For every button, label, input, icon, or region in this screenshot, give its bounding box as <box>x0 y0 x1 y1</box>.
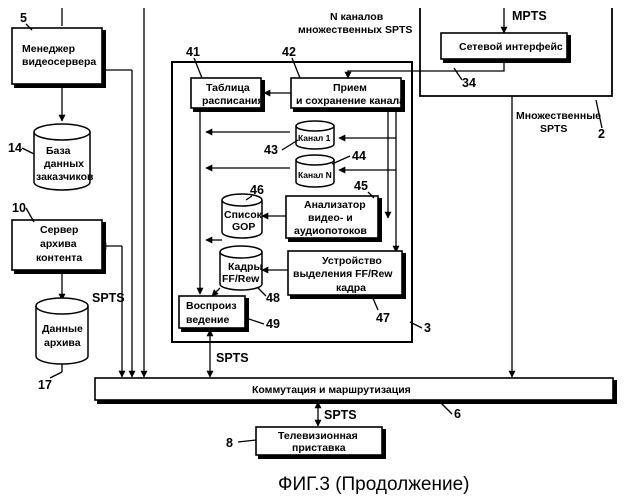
block-schedule-table: Таблица расписания <box>191 78 265 112</box>
spts-left-label: SPTS <box>92 291 125 305</box>
gop-line-2: GOP <box>232 221 255 233</box>
channel-n-label: Канал N <box>298 170 332 180</box>
analyzer-line-1: Анализатор <box>304 199 366 211</box>
ref-14: 14 <box>8 141 22 155</box>
customer-db-line-1: База <box>46 145 71 157</box>
figure-caption: ФИГ.3 (Продолжение) <box>278 474 470 495</box>
receive-line-1: Прием <box>333 82 367 94</box>
ref-44: 44 <box>352 149 366 163</box>
block-content-archive-server: Сервер архива контента <box>12 220 106 274</box>
analyzer-line-2: видео- и <box>308 212 353 224</box>
archive-server-line-3: контента <box>36 252 82 264</box>
gop-line-1: Список <box>224 209 263 221</box>
ref-49: 49 <box>266 317 280 331</box>
ref-43: 43 <box>264 143 278 157</box>
store-channel-n: Канал N <box>296 155 334 187</box>
ref-34: 34 <box>462 76 476 90</box>
block-set-top-box: Телевизионная приставка <box>256 427 386 459</box>
block-ffrew-extractor: Устройство выделения FF/Rew кадра <box>288 251 406 299</box>
ref-3: 3 <box>424 321 431 335</box>
ref-46: 46 <box>250 183 264 197</box>
stb-line-2: приставка <box>292 442 346 454</box>
store-gop-list: Список GOP <box>222 194 263 238</box>
schedule-line-2: расписания <box>202 95 264 107</box>
ref-45: 45 <box>354 179 368 193</box>
block-video-server-manager: Менеджер видеосервера <box>12 28 106 88</box>
ref-47: 47 <box>376 311 390 325</box>
extractor-line-3: кадра <box>336 282 366 294</box>
archive-server-line-2: архива <box>40 238 77 250</box>
ref-10: 10 <box>12 201 26 215</box>
n-channels-label-1: N каналов <box>330 11 384 23</box>
extractor-line-2: выделения FF/Rew <box>293 268 393 280</box>
store-customer-db: База данных заказчиков <box>34 124 94 190</box>
multi-spts-label-1: Множественные <box>516 110 601 122</box>
archive-data-line-1: Данные <box>42 323 83 335</box>
archive-data-line-2: архива <box>44 337 81 349</box>
ref-41: 41 <box>186 45 200 59</box>
network-interface-label: Сетевой интерфейс <box>459 41 563 53</box>
frames-line-2: FF/Rew <box>222 273 260 285</box>
ref-6: 6 <box>454 407 461 421</box>
block-playback: Воспроиз ведение <box>179 296 249 332</box>
customer-db-line-2: данных <box>44 158 84 170</box>
archive-server-line-1: Сервер <box>40 224 78 236</box>
extractor-line-1: Устройство <box>322 255 382 267</box>
ref-48: 48 <box>266 291 280 305</box>
switching-label: Коммутация и маршрутизация <box>252 384 411 396</box>
multi-spts-label-2: SPTS <box>540 123 567 135</box>
receive-line-2: и сохранение канала <box>296 95 405 107</box>
customer-db-line-3: заказчиков <box>36 171 94 183</box>
store-channel-1: Канал 1 <box>296 121 334 149</box>
manager-line-2: видеосервера <box>22 56 96 68</box>
ref-8: 8 <box>226 436 233 450</box>
ref-17: 17 <box>38 378 52 392</box>
playback-line-1: Воспроиз <box>186 300 237 312</box>
playback-line-2: ведение <box>186 314 229 326</box>
ref-5: 5 <box>20 11 27 25</box>
ref-2: 2 <box>598 127 605 141</box>
n-channels-label-2: множественных SPTS <box>298 24 412 36</box>
block-network-interface: Сетевой интерфейс <box>441 33 571 63</box>
schedule-line-1: Таблица <box>206 82 250 94</box>
block-switching-routing: Коммутация и маршрутизация <box>95 378 617 404</box>
manager-line-1: Менеджер <box>22 43 75 55</box>
analyzer-line-3: аудиопотоков <box>294 225 367 237</box>
spts-bottom-label: SPTS <box>324 408 357 422</box>
block-stream-analyzer: Анализатор видео- и аудиопотоков <box>286 196 382 242</box>
mpts-label: MPTS <box>512 9 547 23</box>
channel-1-label: Канал 1 <box>298 133 331 143</box>
store-ffrew-frames: Кадры FF/Rew <box>220 246 262 290</box>
stb-line-1: Телевизионная <box>278 430 358 442</box>
block-channel-receive: Прием и сохранение канала <box>291 78 405 112</box>
frames-line-1: Кадры <box>228 261 262 273</box>
spts-center-label: SPTS <box>216 351 249 365</box>
ref-42: 42 <box>282 45 296 59</box>
store-archive-data: Данные архива <box>36 298 88 364</box>
